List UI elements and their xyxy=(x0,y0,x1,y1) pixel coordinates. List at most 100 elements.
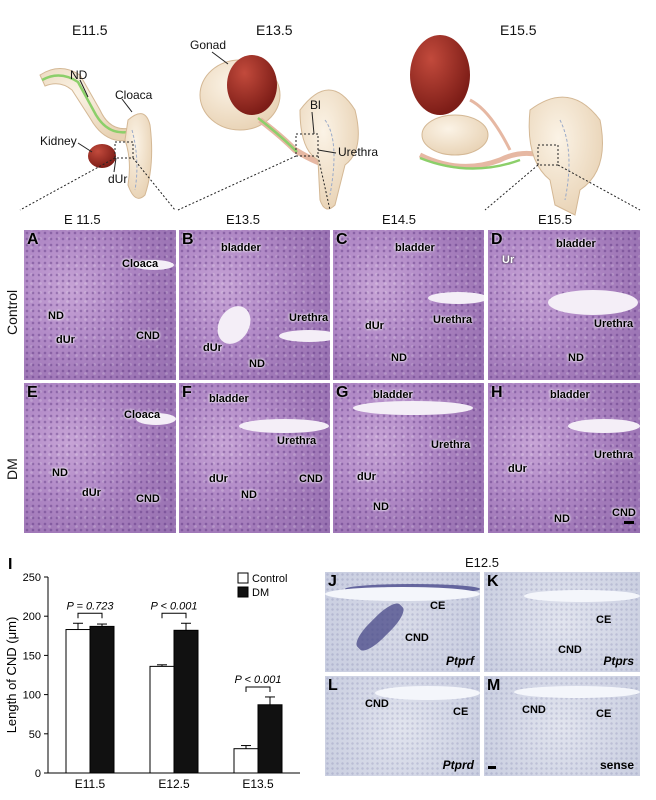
label-cnd: CND xyxy=(365,698,389,710)
significance-bracket xyxy=(77,612,103,619)
label-nd: ND xyxy=(48,310,64,322)
label-cnd: CND xyxy=(558,644,582,656)
label-cnd: CND xyxy=(405,632,429,644)
bar-dm-e12-5 xyxy=(173,629,199,774)
label-urethra: Urethra xyxy=(433,314,473,326)
panel-letter: B xyxy=(182,231,194,248)
x-tick-label: E11.5 xyxy=(75,777,106,791)
label-urethra: Urethra xyxy=(431,439,471,451)
histology-panel-d: D bladder Ur Urethra ND xyxy=(488,230,640,380)
legend-swatch-dm xyxy=(237,586,249,598)
label-urethra: Urethra xyxy=(277,435,317,447)
stage-label-e11-5: E11.5 xyxy=(72,22,108,38)
label-urethra: Urethra xyxy=(594,449,634,461)
label-ce: CE xyxy=(430,600,446,612)
label-cnd: CND xyxy=(136,330,160,342)
ish-panel-m: M CND CE sense xyxy=(484,676,640,776)
bar-control-e12-5 xyxy=(149,665,175,774)
y-axis-label: Length of CND (μm) xyxy=(4,617,19,734)
y-tick-label: 0 xyxy=(35,768,41,780)
label-cloaca: Cloaca xyxy=(115,88,153,102)
legend-label-dm: DM xyxy=(252,587,269,599)
significance-bracket xyxy=(161,612,187,619)
label-dur: dUr xyxy=(203,342,222,354)
panel-letter: K xyxy=(487,573,499,590)
label-dur: dUr xyxy=(82,487,101,499)
label-cnd: CND xyxy=(522,704,546,716)
label-nd: ND xyxy=(554,513,570,525)
diagram-e15-5 xyxy=(410,35,641,216)
histo-stage-e11-5: E 11.5 xyxy=(64,212,101,227)
legend-swatch-control xyxy=(237,572,249,584)
label-bladder: bladder xyxy=(221,242,261,254)
panel-letter: L xyxy=(328,677,338,694)
label-ce: CE xyxy=(453,706,469,718)
stage-label-e15-5: E15.5 xyxy=(500,22,537,38)
panel-letter: H xyxy=(491,384,503,401)
label-dur: dUr xyxy=(357,471,376,483)
label-dur: dUr xyxy=(508,463,527,475)
label-dur: dUr xyxy=(108,172,128,186)
bar-dm-e13-5 xyxy=(257,704,283,774)
label-nd: ND xyxy=(70,68,88,82)
histology-panel-f: F bladder Urethra dUr ND CND xyxy=(179,383,330,533)
ish-panel-j: J CE CND Ptprf xyxy=(325,572,480,672)
schematic-diagrams xyxy=(19,35,641,216)
histo-stage-e14-5: E14.5 xyxy=(382,212,416,227)
y-tick-label: 250 xyxy=(23,572,41,584)
panel-letter: A xyxy=(27,231,39,248)
diagram-e13-5 xyxy=(177,51,359,211)
p-value-label: P < 0.001 xyxy=(151,600,198,612)
stage-label-e13-5: E13.5 xyxy=(256,22,293,38)
row-label-control: Control xyxy=(4,289,20,335)
panel-letter: E xyxy=(27,384,38,401)
label-urethra: Urethra xyxy=(289,312,329,324)
histology-panel-b: B bladder Urethra dUr ND xyxy=(179,230,330,380)
x-tick-label: E12.5 xyxy=(158,777,190,791)
label-cnd: CND xyxy=(299,473,323,485)
label-cnd: CND xyxy=(612,507,636,519)
y-tick-label: 150 xyxy=(23,650,41,662)
bar-dm-e11-5 xyxy=(89,625,115,774)
label-ce: CE xyxy=(596,708,612,720)
label-cnd: CND xyxy=(136,493,160,505)
ish-panel-l: L CND CE Ptprd xyxy=(325,676,480,776)
label-nd: ND xyxy=(568,352,584,364)
panel-letter: M xyxy=(487,677,501,694)
legend-label-control: Control xyxy=(252,573,287,585)
label-dur: dUr xyxy=(209,473,228,485)
label-dur: dUr xyxy=(365,320,384,332)
label-bladder: bladder xyxy=(556,238,596,250)
histology-panel-g: G bladder Urethra dUr ND xyxy=(333,383,484,533)
y-tick-label: 50 xyxy=(29,729,41,741)
label-urethra: Urethra xyxy=(594,318,634,330)
label-bladder: bladder xyxy=(550,389,590,401)
y-tick-label: 200 xyxy=(23,611,41,623)
gene-label: Ptprs xyxy=(603,654,634,668)
label-nd: ND xyxy=(241,489,257,501)
label-kidney: Kidney xyxy=(40,134,77,148)
label-nd: ND xyxy=(249,358,265,370)
histology-panel-e: E Cloaca ND dUr CND xyxy=(24,383,176,533)
x-tick-label: E13.5 xyxy=(242,777,274,791)
label-dur: dUr xyxy=(56,334,75,346)
histo-stage-e13-5: E13.5 xyxy=(226,212,260,227)
gene-label: Ptprf xyxy=(446,654,474,668)
label-bladder: bladder xyxy=(373,389,413,401)
gene-label: Ptprd xyxy=(442,758,474,772)
label-bladder: bladder xyxy=(395,242,435,254)
label-bladder: bladder xyxy=(209,393,249,405)
scale-bar xyxy=(488,766,496,769)
histology-panel-a: A Cloaca ND dUr CND xyxy=(24,230,176,380)
label-ur: Ur xyxy=(502,254,515,266)
bar-control-e13-5 xyxy=(233,748,259,774)
label-cloaca: Cloaca xyxy=(124,409,161,421)
panel-letter: D xyxy=(491,231,503,248)
label-nd: ND xyxy=(52,467,68,479)
label-nd: ND xyxy=(391,352,407,364)
panel-letter: J xyxy=(328,573,337,590)
diagram-e11-5 xyxy=(19,68,176,211)
gene-label: sense xyxy=(599,758,634,772)
histo-stage-e15-5: E15.5 xyxy=(538,212,572,227)
